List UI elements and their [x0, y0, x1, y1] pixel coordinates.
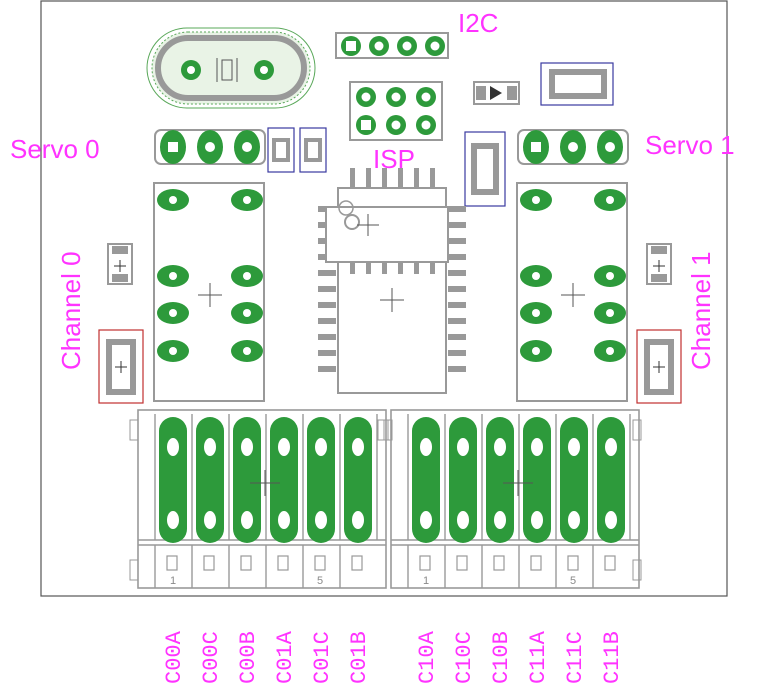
pin-label-c00a: C00A	[162, 630, 187, 684]
servo1-label: Servo 1	[645, 130, 735, 160]
jumper-pair	[267, 127, 327, 173]
left-block-mark-5: 5	[317, 575, 323, 587]
left-block-mark-1: 1	[170, 575, 176, 587]
diode-top	[473, 81, 520, 105]
pin-label-c11a: C11A	[526, 630, 551, 684]
right-block-mark-1: 1	[423, 575, 429, 587]
i2c-label: I2C	[458, 8, 498, 38]
isp-label: ISP	[373, 144, 415, 174]
terminal-block-right	[383, 409, 642, 589]
pin-label-c10c: C10C	[452, 631, 477, 684]
channel0-label: Channel 0	[56, 251, 86, 370]
pin-label-c11b: C11B	[600, 631, 625, 684]
capacitor-channel0	[98, 329, 144, 404]
relay-channel0	[153, 182, 265, 402]
pin-label-c00b: C00B	[236, 631, 261, 684]
diode-channel1	[646, 243, 672, 285]
pin-label-c10b: C10B	[489, 631, 514, 684]
servo1-header	[517, 129, 629, 165]
pin-label-c01a: C01A	[273, 630, 298, 684]
channel1-label: Channel 1	[686, 251, 716, 370]
terminal-block-left	[129, 409, 389, 589]
servo0-label: Servo 0	[10, 134, 100, 164]
servo0-header	[154, 129, 266, 165]
pin-labels: C00A C00C C00B C01A C01C C01B C10A C10C …	[162, 630, 625, 684]
pin-label-c01b: C01B	[347, 631, 372, 684]
pin-label-c00c: C00C	[199, 631, 224, 684]
diode-channel0	[107, 243, 133, 285]
right-block-mark-5: 5	[570, 575, 576, 587]
i2c-header	[335, 32, 449, 59]
pin-label-c01c: C01C	[310, 631, 335, 684]
capacitor-center	[464, 131, 506, 207]
pin-label-c11c: C11C	[563, 631, 588, 684]
microcontroller	[318, 168, 466, 394]
pin-label-c10a: C10A	[415, 630, 440, 684]
crystal-oscillator	[146, 27, 316, 109]
relay-channel1	[516, 182, 628, 402]
isp-header	[349, 81, 443, 141]
capacitor-channel1	[636, 329, 682, 404]
capacitor-top-right	[540, 62, 614, 106]
